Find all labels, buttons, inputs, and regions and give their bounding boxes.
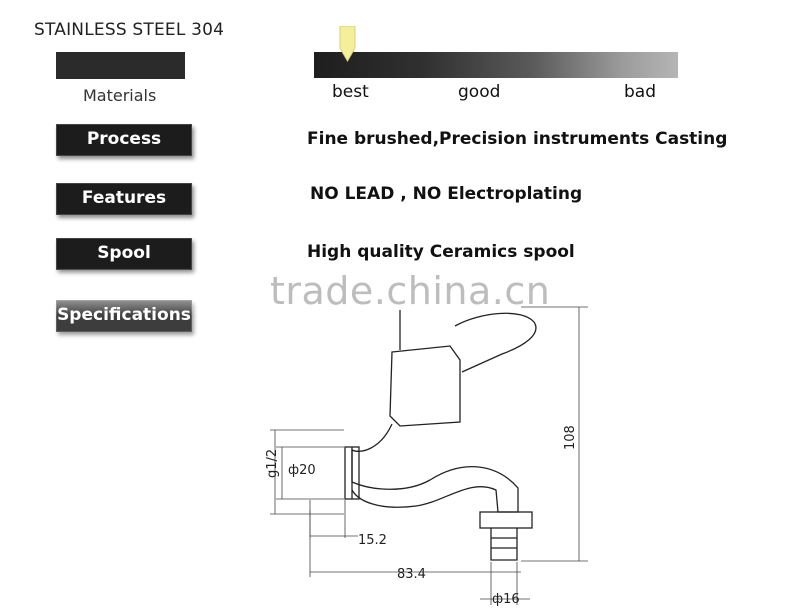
- dimension-total-length: 83.4: [397, 567, 426, 582]
- outlet-tip: [490, 528, 518, 561]
- outlet-nut: [479, 511, 533, 529]
- spool-description: High quality Ceramics spool: [307, 242, 575, 262]
- watermark: trade.china.cn: [270, 269, 551, 313]
- grade-label-bad: bad: [624, 82, 656, 102]
- materials-label: Materials: [83, 86, 157, 105]
- process-description: Fine brushed,Precision instruments Casti…: [307, 129, 728, 149]
- faucet-spout: [351, 423, 519, 513]
- faucet-technical-drawing: 108 g1/2 ф20 15.2 83.4 ф16: [265, 306, 588, 607]
- faucet-body: [389, 345, 461, 427]
- process-button[interactable]: Process: [56, 124, 192, 156]
- dimension-inlet-diameter: ф20: [288, 463, 316, 478]
- dimension-thread: g1/2: [265, 449, 280, 478]
- spool-button[interactable]: Spool: [56, 238, 192, 270]
- grade-marker-icon: [339, 26, 356, 62]
- features-description: NO LEAD , NO Electroplating: [310, 184, 583, 204]
- grade-label-best: best: [332, 82, 369, 102]
- dimension-height: 108: [563, 425, 578, 450]
- material-swatch: [56, 52, 185, 79]
- handle-lever: [454, 312, 537, 373]
- dimension-inlet-length: 15.2: [358, 533, 387, 548]
- grade-label-good: good: [458, 82, 501, 102]
- quality-grade-bar: [314, 52, 678, 78]
- features-button[interactable]: Features: [56, 183, 192, 215]
- product-title: STAINLESS STEEL 304: [34, 20, 225, 40]
- fade-band: [0, 268, 800, 316]
- dimension-outlet-diameter: ф16: [492, 592, 520, 607]
